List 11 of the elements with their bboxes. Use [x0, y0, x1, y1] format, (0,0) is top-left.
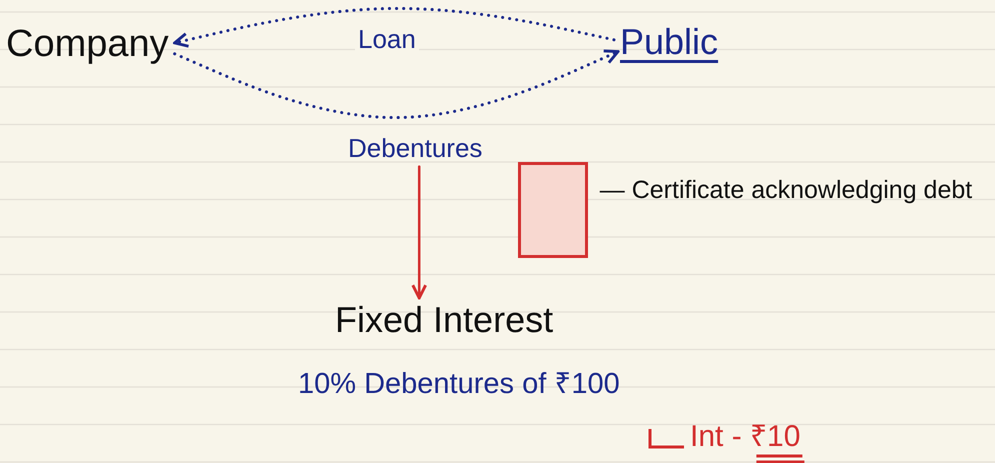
- interest-text: Int - ₹10: [690, 419, 800, 455]
- arrow: [173, 50, 620, 120]
- certificate-box: [518, 162, 588, 258]
- node-label: Company: [6, 24, 169, 66]
- node-label: Debentures: [348, 134, 482, 163]
- arrow: [173, 6, 616, 48]
- arrow: [411, 165, 428, 300]
- node-label: Public: [620, 22, 718, 62]
- note-text: — Certificate acknowledging debt: [598, 176, 974, 205]
- node-label: Fixed Interest: [335, 300, 554, 340]
- example-text: 10% Debentures of ₹100: [298, 367, 620, 401]
